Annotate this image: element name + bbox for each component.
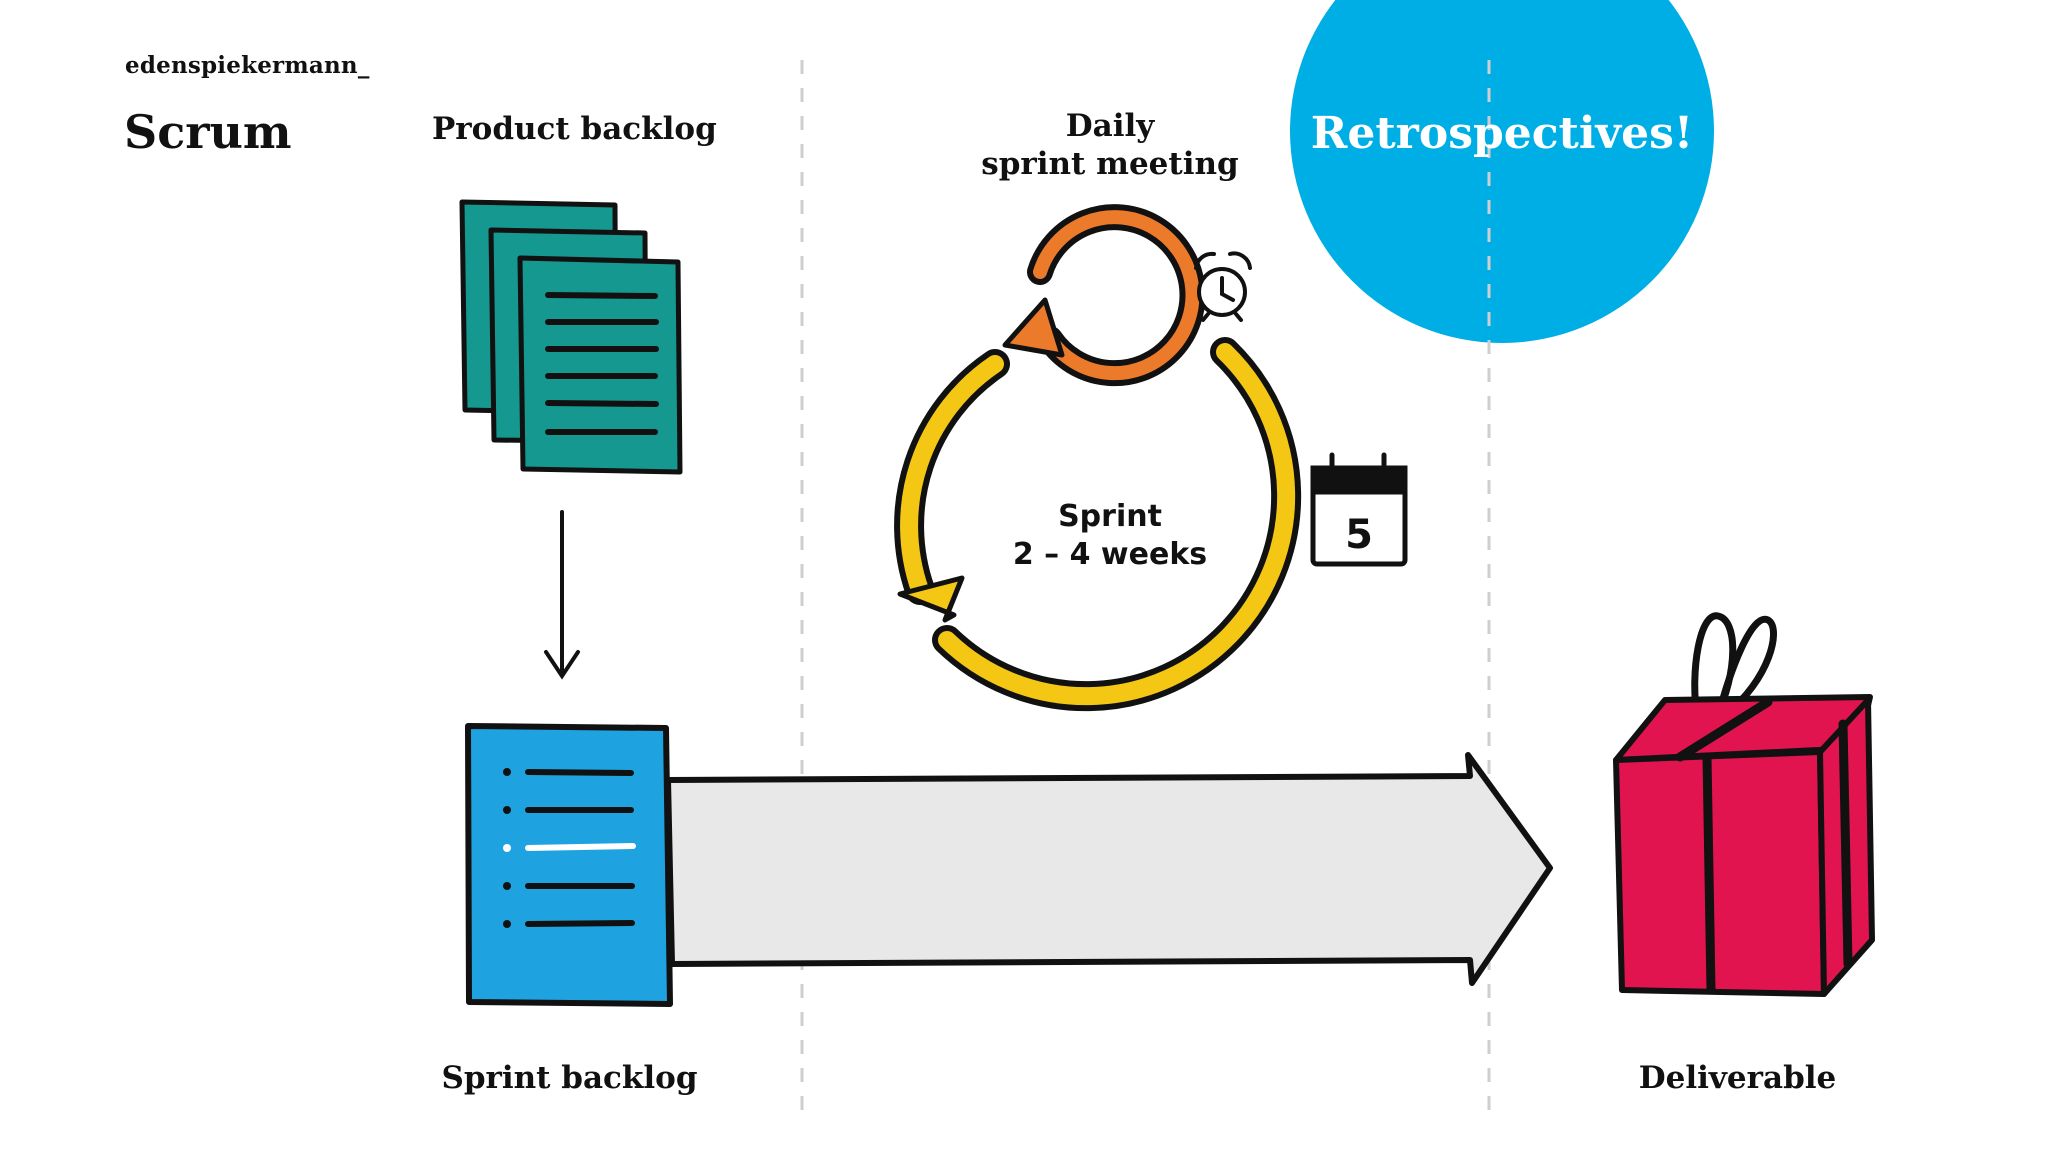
document-stack-icon <box>459 199 683 475</box>
sprint-label: Sprint 2 – 4 weeks <box>970 498 1250 574</box>
daily-meeting-label: Daily sprint meeting <box>960 107 1260 183</box>
process-arrow <box>665 752 1553 986</box>
gift-icon <box>1613 612 1875 997</box>
checklist-icon <box>465 723 673 1007</box>
sprint-label-line2: 2 – 4 weeks <box>1012 537 1208 572</box>
deliverable-label: Deliverable <box>1638 1060 1837 1096</box>
daily-meeting-label-line1: Daily <box>1065 108 1155 144</box>
page-title: Scrum <box>124 105 292 159</box>
alarm-clock-icon <box>1194 251 1252 322</box>
sprint-backlog-label: Sprint backlog <box>441 1060 698 1096</box>
daily-meeting-label-line2: sprint meeting <box>981 146 1239 182</box>
down-arrow-icon <box>544 510 580 680</box>
sprint-cycle-arrow-icon <box>894 337 1302 712</box>
product-backlog-label: Product backlog <box>432 111 717 147</box>
brand-logo: edenspiekermann_ <box>125 52 370 79</box>
calendar-day: 5 <box>1345 512 1373 558</box>
daily-cycle-arrow-icon <box>1002 204 1206 387</box>
calendar-icon <box>1310 452 1408 567</box>
retrospectives-label: Retrospectives! <box>1310 108 1694 159</box>
sprint-label-line1: Sprint <box>1058 499 1162 534</box>
retrospectives-callout <box>1290 0 1714 343</box>
